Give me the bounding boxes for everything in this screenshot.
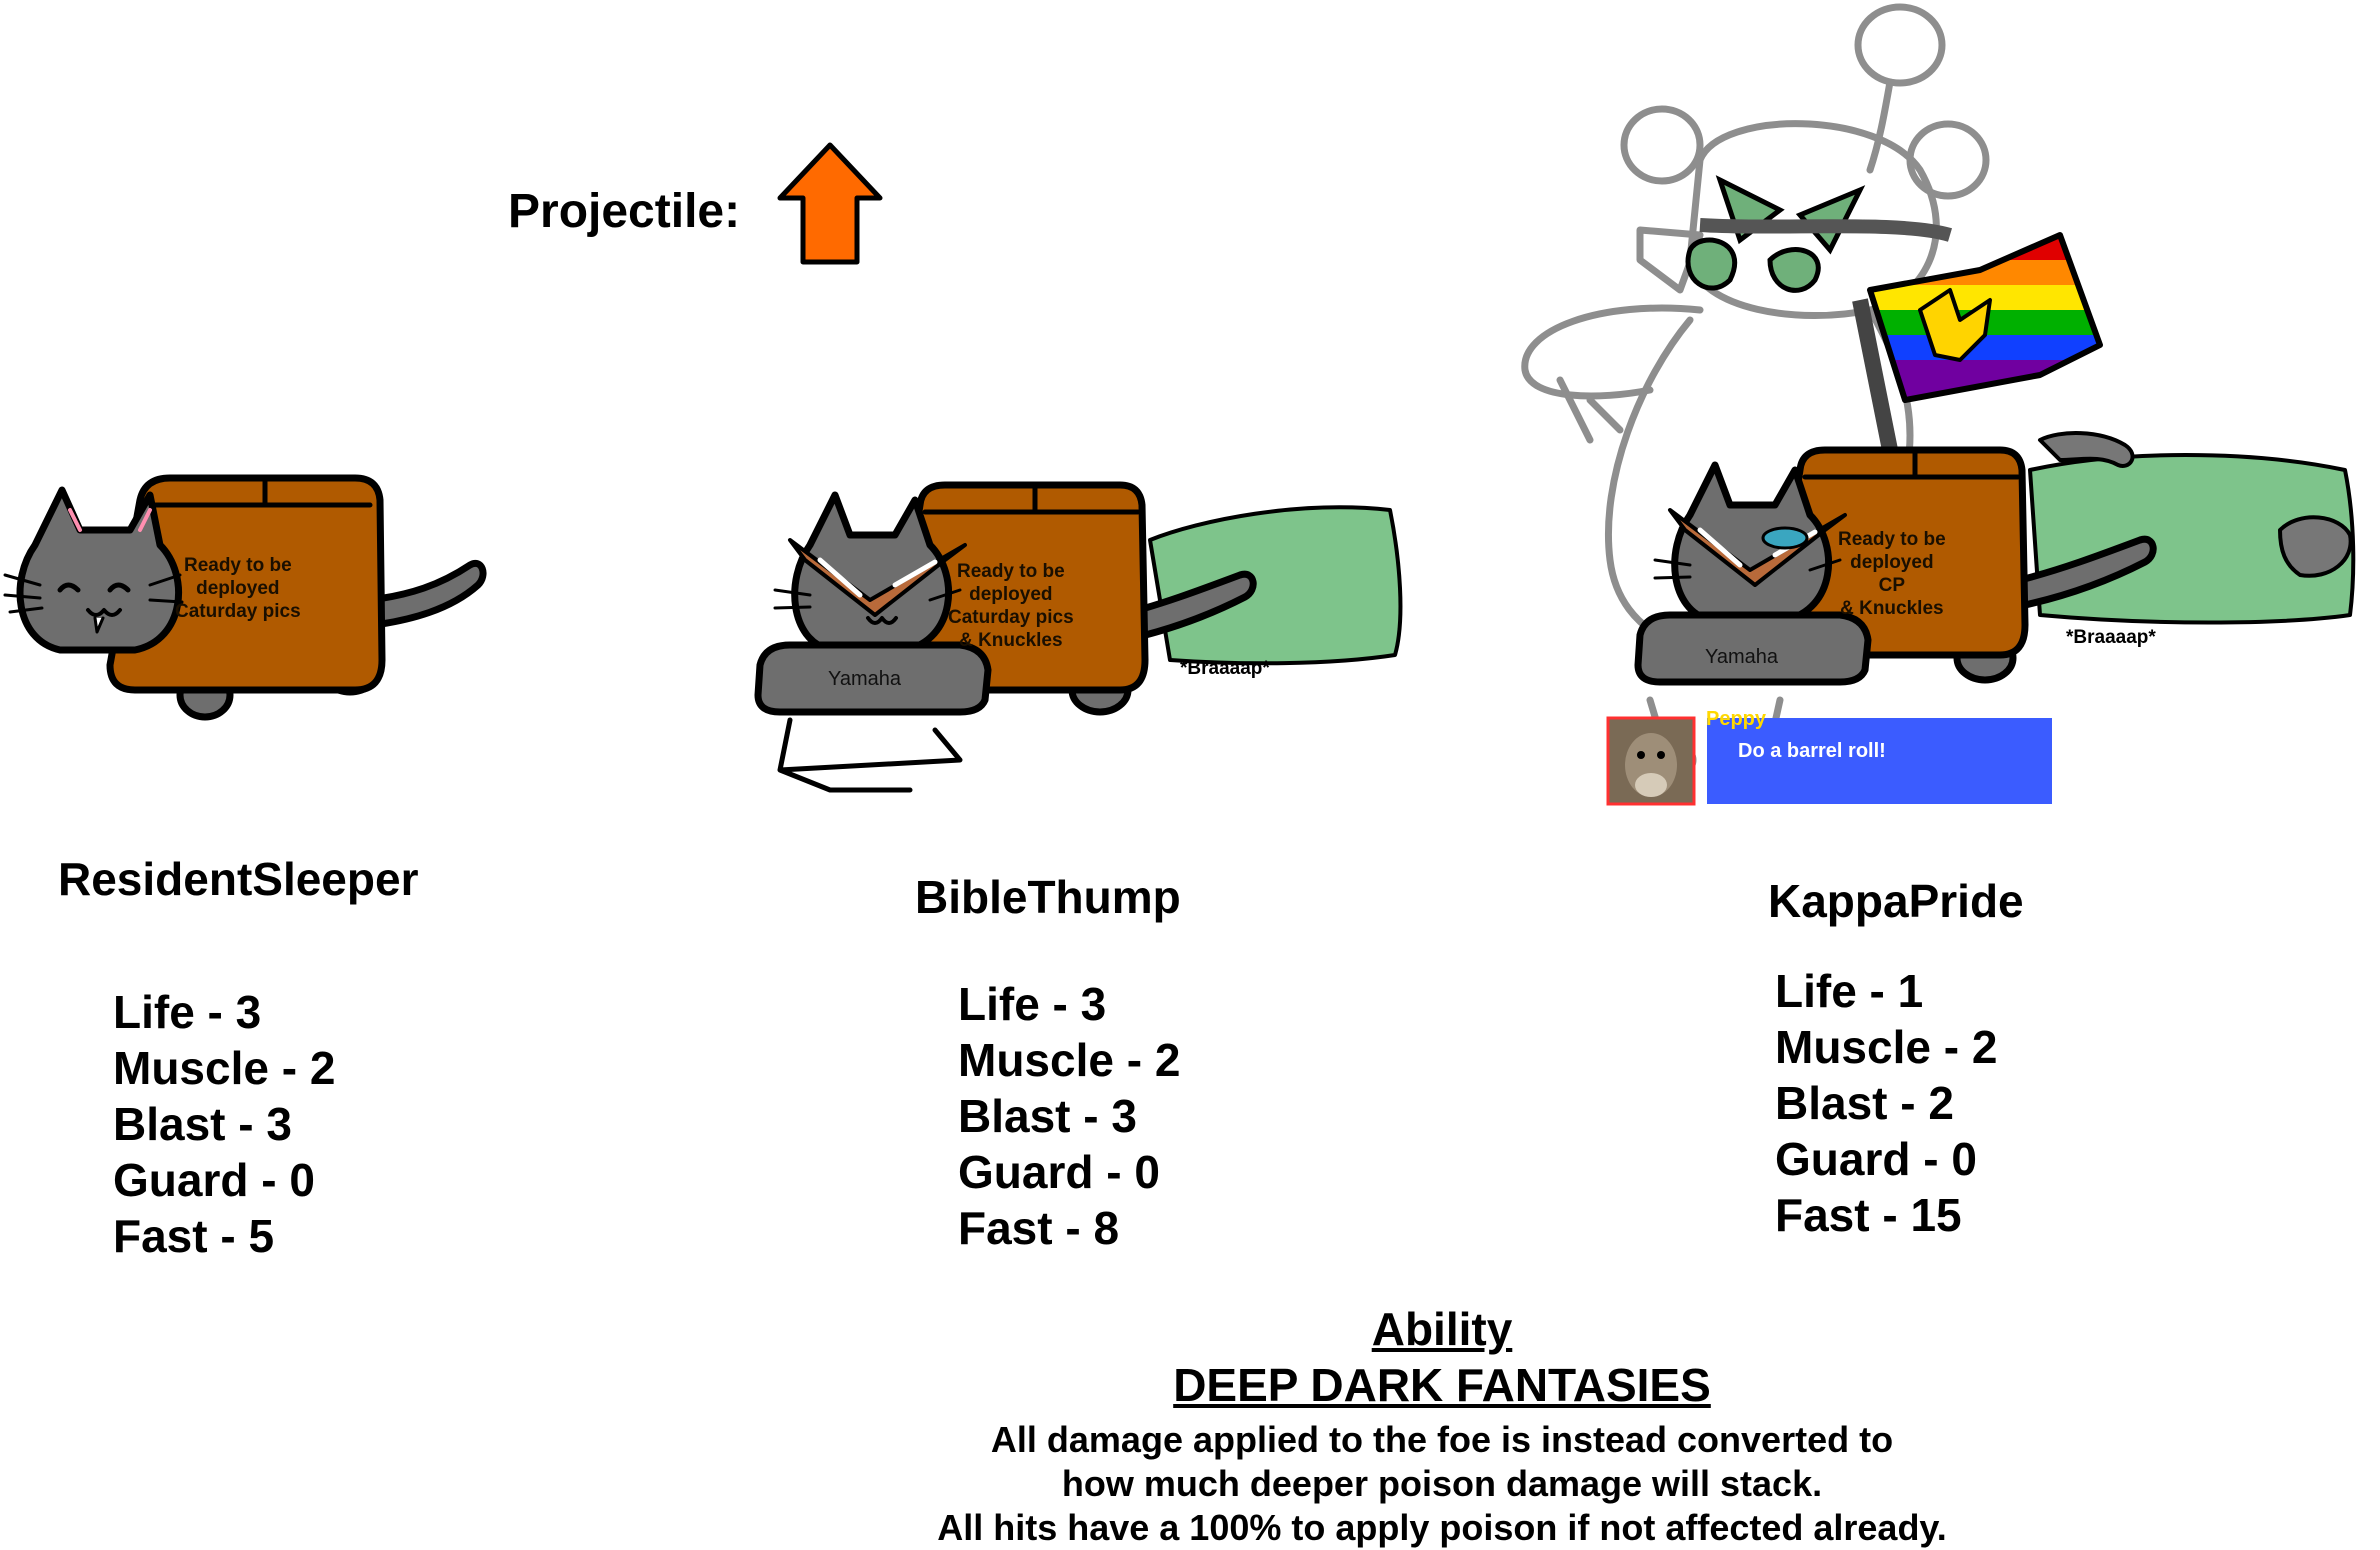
projectile-label: Projectile:	[508, 185, 741, 238]
vehicle-label-bible-thump: Yamaha	[828, 668, 902, 690]
vehicle-label-kappa-pride: Yamaha	[1705, 646, 1779, 668]
ability-heading: Ability	[1371, 1303, 1513, 1355]
character-name-kappa-pride: KappaPride	[1768, 875, 2024, 927]
stat-muscle: Muscle - 2	[113, 1042, 336, 1094]
stat-blast: Blast - 3	[113, 1098, 292, 1150]
stat-guard: Guard - 0	[1775, 1133, 1977, 1185]
dialog-speaker: Peppy	[1706, 708, 1767, 730]
sound-label-bible-thump: *Braaaap*	[1180, 658, 1270, 679]
ability-description: All damage applied to the foe is instead…	[937, 1419, 1947, 1548]
rainbow-flag	[1852, 232, 2103, 452]
box-text-bible-thump: Ready to be deployed Caturday pics & Knu…	[948, 561, 1074, 651]
stat-blast: Blast - 2	[1775, 1077, 1954, 1129]
cat-bible-thump	[754, 481, 1403, 793]
peppy-avatar	[1606, 716, 1696, 806]
stat-guard: Guard - 0	[958, 1146, 1160, 1198]
stat-life: Life - 3	[958, 978, 1107, 1030]
dolphin-icon	[2038, 431, 2135, 468]
stats-resident-sleeper: Life - 3 Muscle - 2 Blast - 3 Guard - 0 …	[113, 984, 335, 1264]
character-name-bible-thump: BibleThump	[915, 871, 1181, 923]
orange-up-arrow-icon	[777, 142, 883, 265]
stat-muscle: Muscle - 2	[958, 1034, 1181, 1086]
stat-fast: Fast - 8	[958, 1202, 1120, 1254]
stat-life: Life - 1	[1775, 965, 1924, 1017]
dialog-text: Do a barrel roll!	[1738, 740, 1886, 762]
stat-fast: Fast - 5	[113, 1210, 275, 1262]
stat-blast: Blast - 3	[958, 1090, 1137, 1142]
cat-resident-sleeper	[3, 474, 487, 721]
stat-life: Life - 3	[113, 986, 262, 1038]
stat-fast: Fast - 15	[1775, 1189, 1962, 1241]
cat-kappa-pride	[1634, 431, 2356, 686]
box-text-kappa-pride: Ready to be deployed CP & Knuckles	[1838, 529, 1946, 619]
stat-muscle: Muscle - 2	[1775, 1021, 1998, 1073]
stats-bible-thump: Life - 3 Muscle - 2 Blast - 3 Guard - 0 …	[958, 976, 1180, 1256]
character-name-resident-sleeper: ResidentSleeper	[58, 853, 419, 905]
stats-kappa-pride: Life - 1 Muscle - 2 Blast - 2 Guard - 0 …	[1775, 963, 1997, 1243]
dolphin-icon	[2278, 515, 2353, 578]
dialog-box	[1707, 718, 2052, 804]
bear-face	[1685, 175, 1953, 293]
box-text-resident-sleeper: Ready to be deployed Caturday pics	[175, 555, 301, 622]
ability-name: DEEP DARK FANTASIES	[1173, 1359, 1711, 1411]
sound-label-kappa-pride: *Braaaap*	[2066, 627, 2156, 648]
stat-guard: Guard - 0	[113, 1154, 315, 1206]
